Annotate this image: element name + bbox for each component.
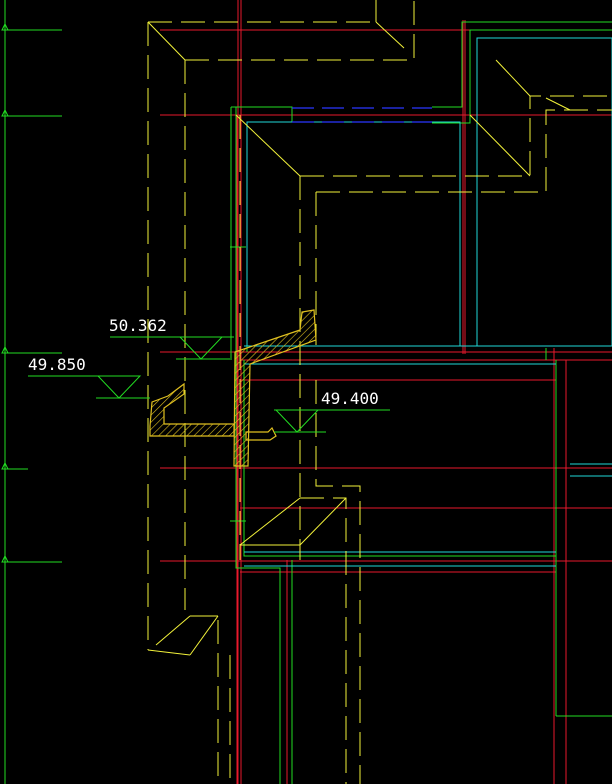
beam-outlines <box>147 0 612 784</box>
corner-diagonals <box>147 21 571 656</box>
hidden-lines <box>292 107 432 123</box>
elevation-marker-50-362: 50.362 <box>109 316 234 360</box>
elevation-ruler <box>1 0 62 784</box>
elevation-label: 49.400 <box>321 389 379 408</box>
elevation-label: 49.850 <box>28 355 86 374</box>
elevation-marker-49-850: 49.850 <box>28 355 150 399</box>
slab-section <box>149 309 317 467</box>
elevation-marker-49-400: 49.400 <box>274 389 390 433</box>
glazing-frames <box>244 37 612 567</box>
slab-hatch <box>234 310 316 466</box>
canopy-hatch <box>150 384 234 436</box>
elevation-label: 50.362 <box>109 316 167 335</box>
